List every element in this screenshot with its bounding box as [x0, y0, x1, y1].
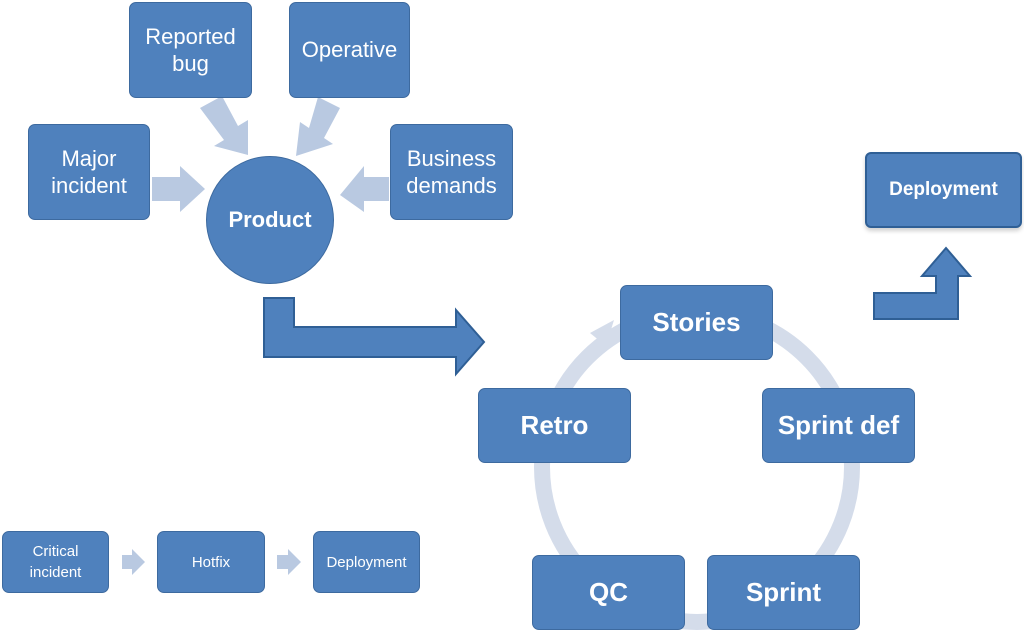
node-sprint-def: Sprint def	[762, 388, 915, 463]
node-product: Product	[206, 156, 334, 284]
node-retro: Retro	[478, 388, 631, 463]
arrow-critical-to-hotfix	[122, 549, 145, 575]
node-critical-incident: Critical incident	[2, 531, 109, 593]
arrow-major-incident-to-product	[152, 166, 205, 212]
arrow-business-to-product	[340, 166, 389, 212]
arrow-operative-to-product	[296, 97, 340, 156]
arrow-hotfix-to-deployment	[277, 549, 301, 575]
node-deployment-main: Deployment	[865, 152, 1022, 228]
arrow-to-deployment	[873, 246, 973, 320]
node-operative: Operative	[289, 2, 410, 98]
node-reported-bug: Reported bug	[129, 2, 252, 98]
cycle-arrowhead	[590, 320, 614, 346]
node-hotfix-deployment: Deployment	[313, 531, 420, 593]
node-stories: Stories	[620, 285, 773, 360]
arrow-product-to-cycle	[263, 297, 486, 377]
node-business-demands: Business demands	[390, 124, 513, 220]
node-qc: QC	[532, 555, 685, 630]
arrow-reported-bug-to-product	[200, 96, 248, 155]
node-sprint: Sprint	[707, 555, 860, 630]
node-hotfix: Hotfix	[157, 531, 265, 593]
node-major-incident: Major incident	[28, 124, 150, 220]
